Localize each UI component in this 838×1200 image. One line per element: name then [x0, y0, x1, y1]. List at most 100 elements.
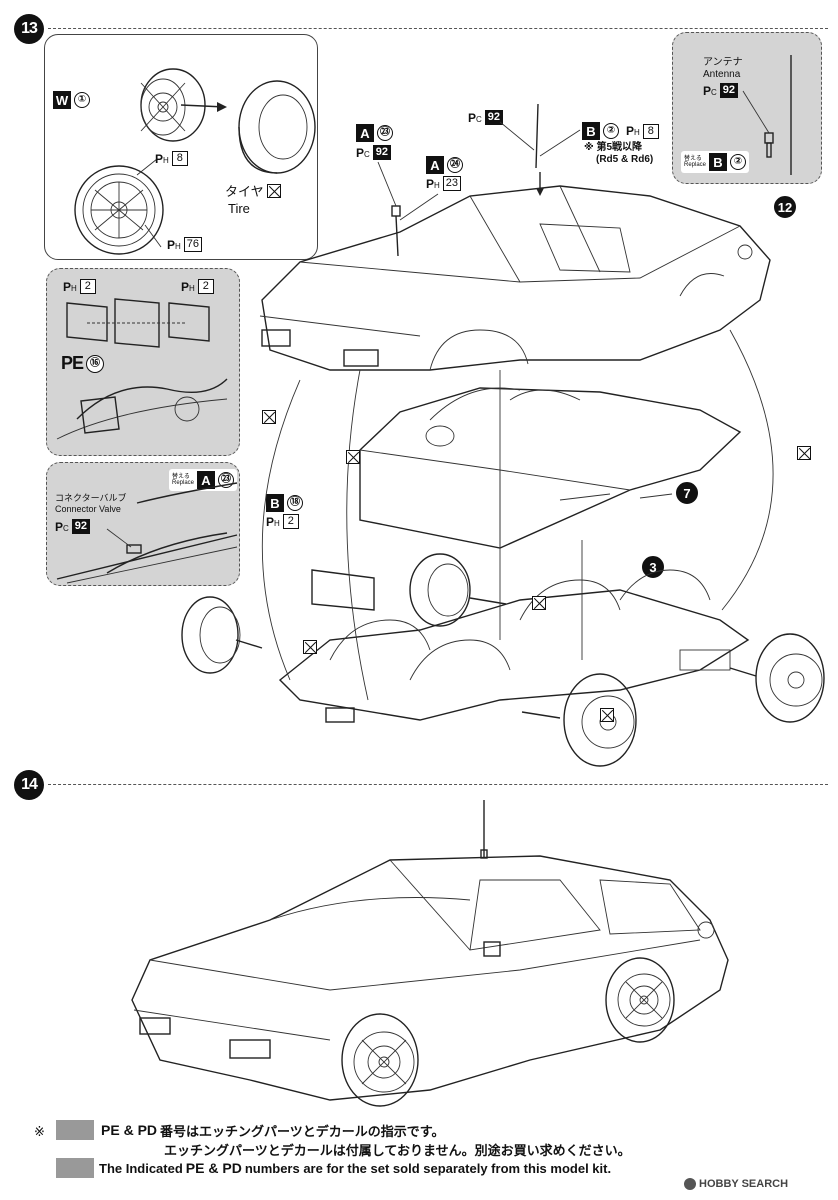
- connector-valve-panel: 替える Replace A ㉓ コネクターバルブ Connector Valve…: [46, 462, 240, 586]
- b2-note-jp: ※ 第5戦以降: [584, 142, 643, 153]
- replace-label: 替える Replace: [172, 474, 195, 486]
- wheel-tire-panel: W ① PH 8 PH 76 タイヤ Tire: [44, 34, 318, 260]
- step-13-exploded-drawing: [181, 103, 825, 767]
- ph-number: 2: [282, 514, 299, 529]
- no-glue-icon: [796, 446, 811, 460]
- part-letter: B: [266, 494, 284, 512]
- valve-label-jp: コネクターバルブ: [55, 493, 127, 503]
- wheel-part-number: ①: [74, 92, 90, 108]
- part-number: ②: [603, 123, 619, 139]
- pc-number: 92: [719, 83, 739, 98]
- no-glue-icon: [346, 450, 361, 464]
- footer-line-3-suffix: numbers are for the set sold separately …: [244, 1160, 612, 1176]
- part-letter: A: [356, 124, 374, 142]
- subassembly-12-badge: 12: [774, 196, 796, 218]
- replace-part-letter: B: [709, 153, 727, 171]
- part-number: ㉓: [377, 125, 393, 141]
- no-glue-icon: [266, 183, 281, 198]
- callout-a23-pc92: PC 92: [356, 145, 392, 160]
- wheel-part-letter: W: [53, 91, 71, 109]
- wheel-ph76-callout: PH 76: [167, 237, 203, 252]
- tire-label-jp-row: タイヤ: [225, 181, 281, 200]
- footer-grey-swatch: [56, 1120, 94, 1140]
- callout-a24: A ㉔: [426, 156, 463, 174]
- replace-part-number: ②: [730, 154, 746, 170]
- part-number: ⑱: [287, 495, 303, 511]
- ph-number: 2: [197, 279, 214, 294]
- antenna-replace-callout: 替える Replace B ②: [681, 151, 749, 173]
- antenna-label-en: Antenna: [703, 69, 741, 80]
- footer-line-3: The Indicated PE & PD numbers are for th…: [56, 1158, 611, 1178]
- ph-prefix: PH: [167, 237, 181, 252]
- antenna-label-jp: アンテナ: [703, 57, 743, 68]
- callout-b2: B ② PH 8: [582, 122, 659, 140]
- wheel-part-callout: W ①: [53, 91, 90, 109]
- callout-antenna-pc92: PC 92: [468, 110, 504, 125]
- callout-b18-ph2: PH 2: [266, 514, 299, 529]
- no-glue-icon: [303, 640, 318, 654]
- tire-label-jp: タイヤ: [225, 184, 264, 199]
- footer-grey-swatch: [56, 1158, 94, 1178]
- ph-number: 2: [79, 279, 96, 294]
- replace-part-letter: A: [197, 471, 215, 489]
- part-letter: B: [582, 122, 600, 140]
- pe-16-callout: PE ⑯: [61, 353, 105, 374]
- footer-line-3-prefix: The Indicated: [99, 1160, 183, 1176]
- ph-number: 8: [642, 123, 659, 139]
- pc-number: 92: [372, 145, 392, 160]
- pc-prefix: PC: [55, 519, 69, 534]
- ph-prefix: PH: [426, 176, 440, 191]
- no-glue-icon: [600, 708, 615, 722]
- ph-number: 76: [183, 237, 203, 252]
- ph-prefix: PH: [266, 514, 280, 529]
- footer-line-2-text: エッチングパーツとデカールは付属しておりません。別途お買い求めください。: [164, 1143, 631, 1158]
- subassembly-3-badge: 3: [642, 556, 664, 578]
- watermark-logo-icon: [684, 1178, 696, 1190]
- footer-line-1: PE & PD 番号はエッチングパーツとデカールの指示です。: [56, 1120, 444, 1140]
- pc-number: 92: [484, 110, 504, 125]
- callout-b18: B ⑱: [266, 494, 303, 512]
- wheel-ph8-callout: PH 8: [155, 151, 188, 166]
- b2-note-en: (Rd5 & Rd6): [596, 154, 654, 165]
- valve-drawing: [56, 482, 238, 584]
- ph-prefix: PH: [626, 124, 640, 138]
- pe-grille-panel: PH 2 PH 2 PE ⑯: [46, 268, 240, 456]
- pc-prefix: PC: [468, 110, 482, 125]
- valve-label-en: Connector Valve: [55, 504, 121, 514]
- wheel-tire-drawing: [74, 68, 316, 255]
- callout-a23: A ㉓: [356, 124, 393, 142]
- pe-ph-right-callout: PH 2: [181, 279, 214, 294]
- antenna-pc92-callout: PC 92: [703, 83, 739, 98]
- ph-prefix: PH: [181, 279, 195, 294]
- step-14-badge: 14: [14, 770, 44, 800]
- footer-pe-pd-label: PE & PD: [101, 1122, 158, 1138]
- watermark-text: HOBBY SEARCH: [699, 1178, 789, 1190]
- replace-label: 替える Replace: [684, 156, 707, 168]
- pc-prefix: PC: [703, 83, 717, 98]
- step-14-divider: [48, 784, 828, 785]
- pe-ph-left-callout: PH 2: [63, 279, 96, 294]
- antenna-drawing: [742, 55, 792, 175]
- ph-number: 8: [171, 151, 188, 166]
- ph-prefix: PH: [155, 151, 169, 166]
- pe-number: ⑯: [86, 354, 105, 373]
- watermark: HOBBY SEARCH: [684, 1178, 788, 1190]
- ph-number: 23: [442, 176, 462, 191]
- callout-a24-ph23: PH 23: [426, 176, 462, 191]
- valve-pc92-callout: PC 92: [55, 519, 91, 534]
- no-glue-icon: [262, 410, 276, 424]
- pe-grille-drawing: [56, 298, 228, 440]
- footer-mark: ※: [34, 1124, 45, 1139]
- pc-prefix: PC: [356, 145, 370, 160]
- part-number: ㉔: [447, 157, 463, 173]
- step-13-divider: [48, 28, 828, 29]
- ph-prefix: PH: [63, 279, 77, 294]
- pe-label: PE: [61, 353, 84, 373]
- tire-label-en: Tire: [228, 201, 250, 216]
- part-letter: A: [426, 156, 444, 174]
- footer-line-1-text: 番号はエッチングパーツとデカールの指示です。: [160, 1123, 445, 1139]
- antenna-panel: アンテナ Antenna PC 92 替える Replace B ②: [672, 32, 822, 184]
- footer-pe-pd-label: PE & PD: [185, 1160, 242, 1176]
- pc-number: 92: [71, 519, 91, 534]
